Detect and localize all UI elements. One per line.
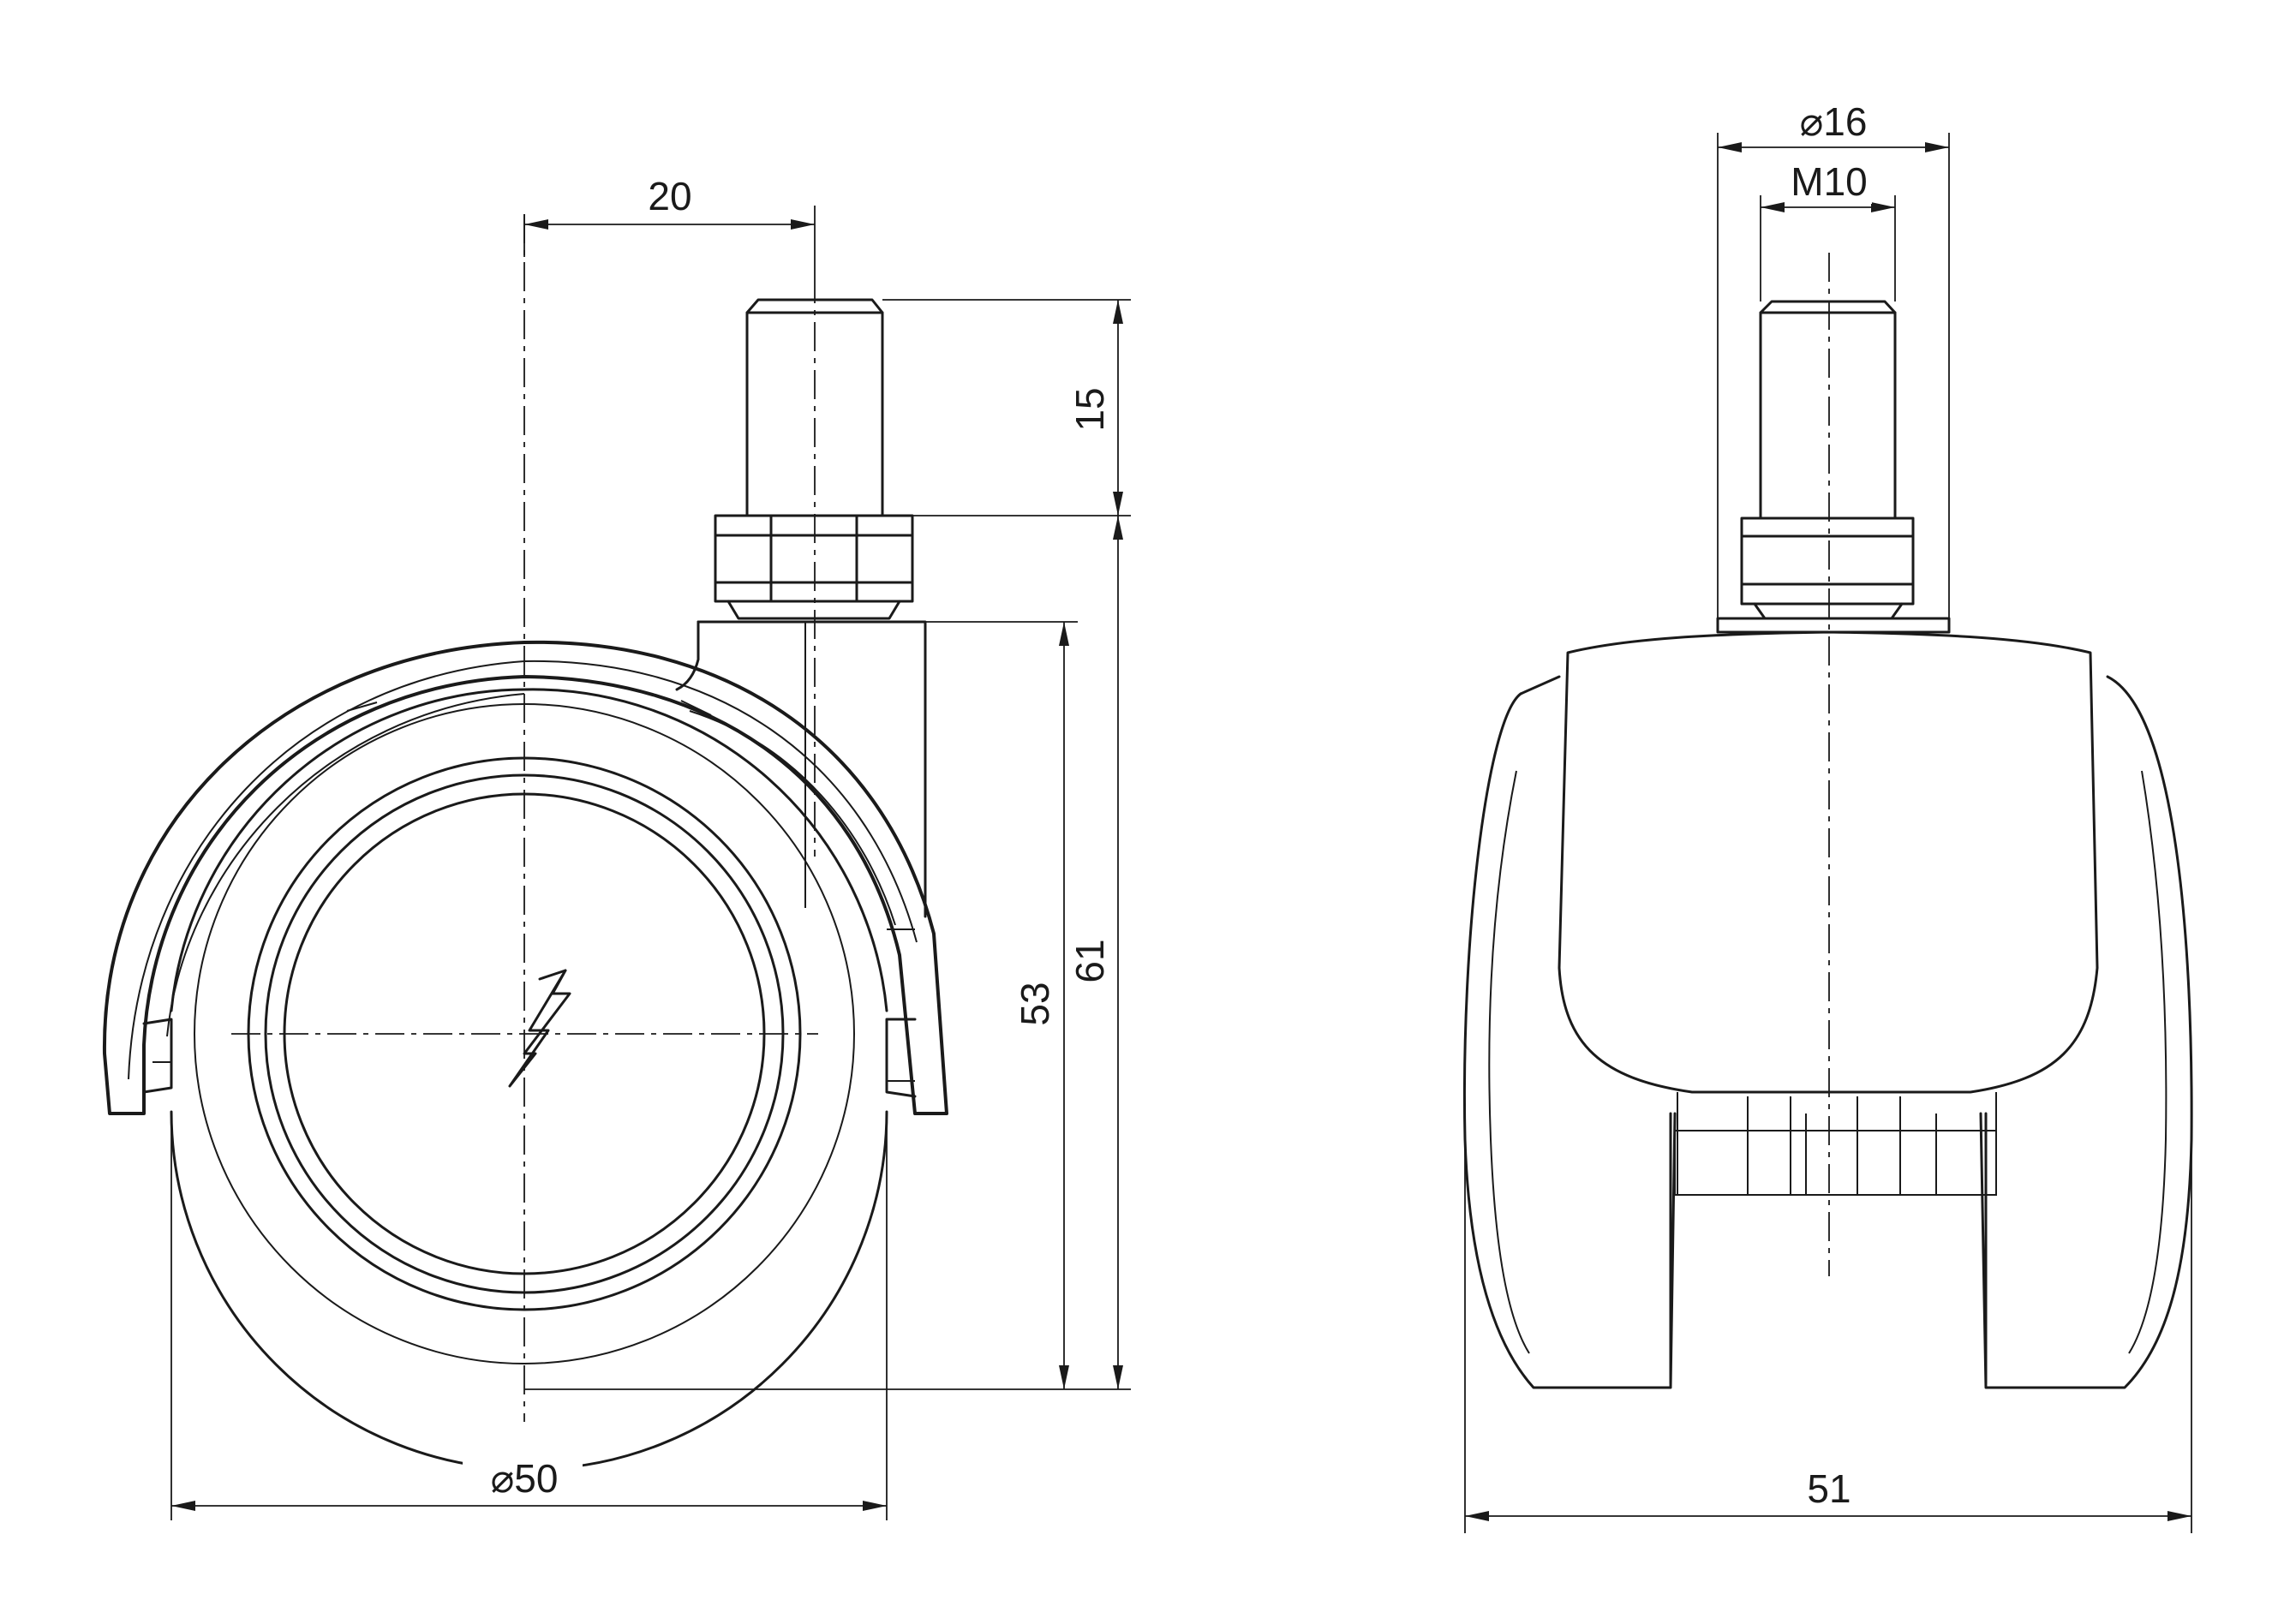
dim-overall-height: 61 xyxy=(524,516,1131,1390)
dim-thread-label: M10 xyxy=(1791,159,1867,204)
dim-wheel-diameter-label: ⌀50 xyxy=(491,1456,559,1501)
dim-thread: M10 xyxy=(1760,159,1896,302)
dim-overall-height-label: 61 xyxy=(1067,939,1112,982)
dim-wheel-diameter: ⌀50 xyxy=(170,1114,888,1520)
dim-stem-height-label: 15 xyxy=(1067,387,1112,431)
dim-stem-height: 15 xyxy=(882,299,1131,516)
hex-nut xyxy=(714,514,914,620)
dim-housing-height-label: 53 xyxy=(1013,982,1057,1025)
dim-offset: 20 xyxy=(523,174,816,274)
dim-collar-diameter-label: ⌀16 xyxy=(1800,99,1868,144)
dim-offset-label: 20 xyxy=(648,174,691,218)
dim-collar-diameter: ⌀16 xyxy=(1717,99,1950,618)
front-threaded-stem xyxy=(1759,300,1897,520)
front-hex-nut xyxy=(1716,516,1951,634)
front-housing xyxy=(1558,630,2099,1196)
side-view: 20 15 61 53 xyxy=(102,174,1131,1520)
dim-housing-height: 53 xyxy=(925,621,1078,1389)
lightning-bolt-icon xyxy=(508,969,571,1088)
right-wheel xyxy=(1979,675,2193,1389)
front-view: ⌀16 M10 51 xyxy=(1462,99,2193,1533)
caster-housing xyxy=(102,640,948,1115)
dim-overall-width: 51 xyxy=(1464,1139,2192,1533)
left-wheel xyxy=(1462,675,1677,1389)
dim-overall-width-label: 51 xyxy=(1807,1466,1851,1511)
swivel-post xyxy=(675,620,927,918)
